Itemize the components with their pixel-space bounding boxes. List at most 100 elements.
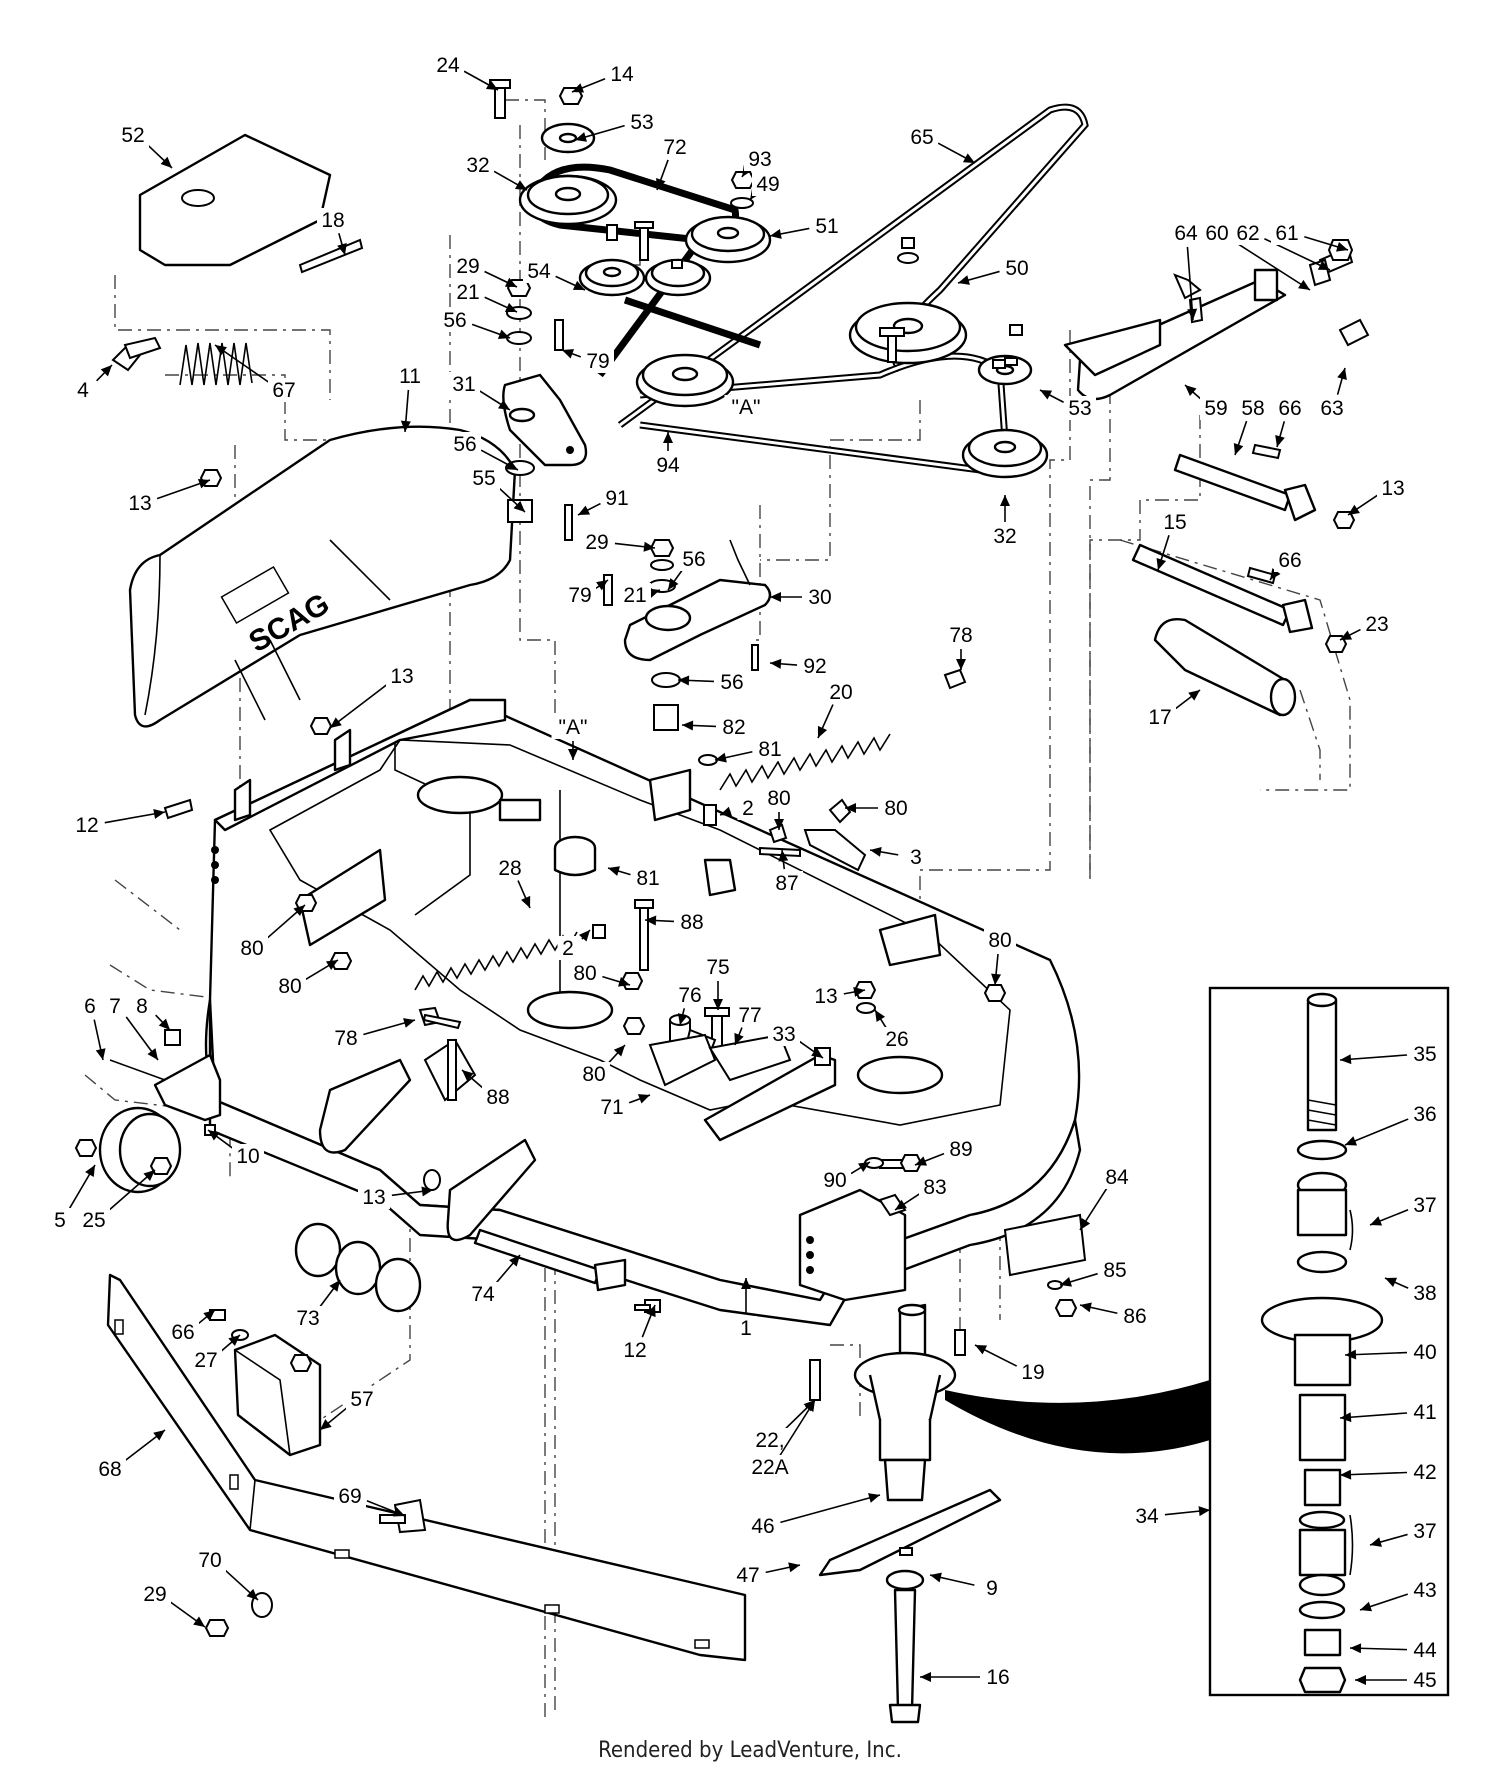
idler-arm-31 (502, 373, 588, 467)
callout-10: 10 (207, 1129, 264, 1168)
callout-number: 74 (471, 1283, 495, 1306)
callout-67: 67 (214, 344, 300, 402)
callout-number: 73 (296, 1307, 319, 1330)
callout-label-bg (1409, 1668, 1441, 1692)
callout-number: 29 (585, 531, 608, 554)
callout-label-bg (748, 1455, 792, 1479)
callout-arrowhead (1370, 1216, 1383, 1226)
callout-label-bg (735, 1316, 757, 1340)
callout-arrowhead (246, 1588, 258, 1600)
callout-label-bg (989, 524, 1021, 548)
callout-37: 37 (1369, 1519, 1441, 1547)
callout-label-bg (601, 486, 633, 510)
callout-leader (1186, 246, 1194, 321)
callout-arrowhead (1345, 1136, 1358, 1146)
callout-number: 56 (682, 548, 705, 571)
callout-55: 55 (468, 466, 526, 513)
callout-66: 66 (167, 1309, 216, 1344)
callout-arrowhead (1340, 630, 1353, 640)
callout-64: 64 (1170, 221, 1202, 321)
callout-arrowhead (637, 1094, 650, 1104)
callout-14: 14 (571, 62, 638, 93)
callout-arrowhead (1080, 1218, 1091, 1230)
callout-number: 80 (582, 1063, 605, 1086)
callout-label-bg (945, 623, 977, 647)
callout-arrowhead (153, 809, 165, 819)
callout-label-bg (71, 813, 103, 837)
callout-8: 8 (131, 994, 171, 1031)
callout-arrowhead (1275, 435, 1285, 447)
callout-label-bg (1144, 705, 1176, 729)
callout-23: 23 (1339, 612, 1393, 641)
callout-label-bg (1409, 1042, 1441, 1066)
callout-label-bg (1409, 1578, 1441, 1602)
callout-number: 21 (623, 584, 646, 607)
callout-number: 61 (1275, 222, 1298, 245)
callout-label-bg (452, 254, 484, 278)
callout-69: 69 (334, 1484, 406, 1517)
callout-arrowhead (774, 819, 784, 830)
callout-arrowhead (572, 280, 585, 290)
callout-number: 47 (736, 1564, 759, 1587)
callout-leader (1339, 1471, 1408, 1476)
callout-label-bg (659, 135, 691, 159)
pulley-54 (578, 258, 646, 297)
callout-arrowhead (853, 987, 865, 997)
callout-number: 80 (278, 975, 301, 998)
callout-arrowhead (1340, 1469, 1352, 1480)
callout-80: 80 (763, 786, 795, 830)
callout-22A: 22A (748, 1399, 816, 1479)
callout-label-bg (317, 208, 349, 232)
callout-label-bg (596, 1095, 628, 1119)
callout-arrowhead (734, 1032, 744, 1045)
callout-label-bg (1274, 548, 1306, 572)
callout-label-bg (1237, 396, 1269, 420)
callout-84: 84 (1079, 1165, 1133, 1231)
callout-arrowhead (1060, 1277, 1072, 1287)
callout-number: 53 (1068, 397, 1091, 420)
callout-number: 43 (1413, 1579, 1436, 1602)
callout-27: 27 (190, 1334, 241, 1372)
callout-label-bg (724, 395, 768, 419)
callout-number: 2 (742, 797, 754, 820)
callout-78: 78 (330, 1018, 416, 1050)
callout-number: 17 (1148, 706, 1171, 729)
callout-number: 32 (466, 154, 489, 177)
callout-number: 56 (453, 433, 476, 456)
gauge-wheel-5 (98, 1106, 182, 1194)
callout-leader (1231, 239, 1311, 291)
callout-number: 13 (128, 492, 151, 515)
rear-bumper-part-68 (106, 1273, 747, 1662)
callout-66: 66 (1269, 548, 1306, 581)
callout-label-bg (494, 856, 526, 880)
callout-label-bg (334, 1484, 366, 1508)
callout-label-bg (606, 62, 638, 86)
callout-number: 67 (272, 379, 295, 402)
callout-label-bg (632, 866, 664, 890)
callout-80: 80 (984, 928, 1016, 986)
callout-label-bg (984, 928, 1016, 952)
callout-label-bg (346, 1387, 378, 1411)
rod-58 (1173, 453, 1317, 522)
callout-77: 77 (734, 1003, 766, 1046)
callout-label-bg (747, 1514, 779, 1538)
callout-73: 73 (292, 1279, 341, 1330)
callout-arrowhead (320, 1419, 332, 1430)
callout-43: 43 (1359, 1578, 1441, 1612)
callout-83: 83 (894, 1175, 951, 1211)
callout-number: 86 (1123, 1305, 1146, 1328)
callout-50: 50 (957, 256, 1033, 285)
pulley-center (644, 258, 712, 297)
callout-leader (329, 683, 388, 729)
callout-arrowhead (462, 1070, 474, 1081)
callout-arrowhead (1345, 1349, 1357, 1360)
callout-label-bg (810, 984, 842, 1008)
callout-arrowhead (498, 399, 510, 410)
idler-53-top (540, 122, 596, 154)
callout-4: 4 (72, 364, 113, 402)
spring-67 (179, 342, 253, 386)
callout-label-bg (945, 1137, 977, 1161)
callout-label-bg (1064, 396, 1096, 420)
